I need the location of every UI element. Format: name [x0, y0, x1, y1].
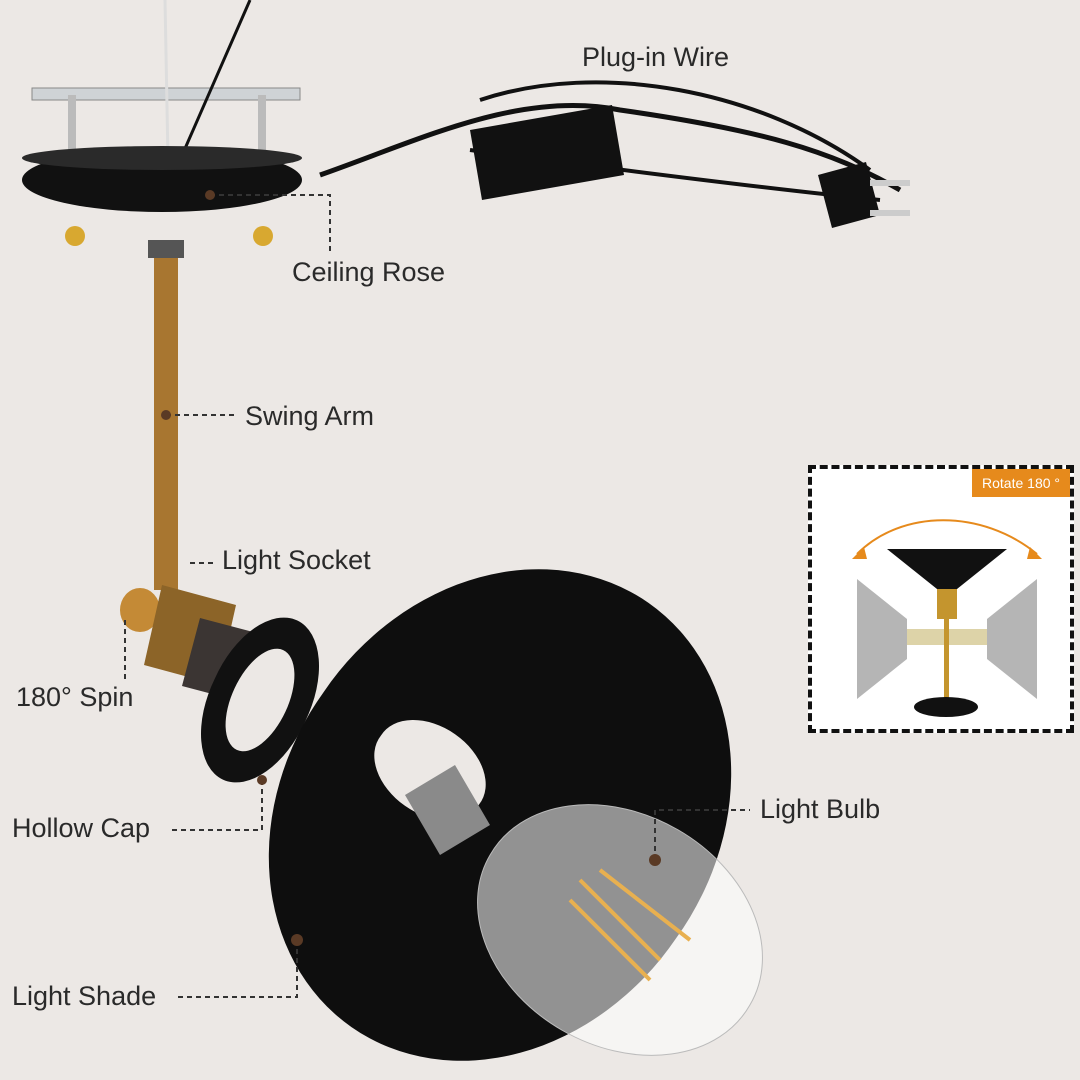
label-swing-arm: Swing Arm: [245, 401, 375, 431]
label-ceiling-rose: Ceiling Rose: [292, 257, 446, 287]
label-180-spin: 180° Spin: [16, 682, 134, 712]
label-light-socket: Light Socket: [222, 545, 371, 575]
label-light-bulb: Light Bulb: [760, 794, 881, 824]
label-plug-in-wire: Plug-in Wire: [582, 42, 730, 72]
light-bulb: [477, 804, 763, 1056]
label-hollow-cap: Hollow Cap: [12, 813, 151, 843]
plug-in-wire: [319, 102, 902, 193]
rotate-badge: Rotate 180 °: [972, 469, 1070, 497]
rotation-inset: Rotate 180 °: [808, 465, 1074, 733]
label-light-shade: Light Shade: [12, 981, 157, 1011]
rotation-illustration: [852, 519, 1042, 717]
leader-lines: [124, 194, 750, 998]
